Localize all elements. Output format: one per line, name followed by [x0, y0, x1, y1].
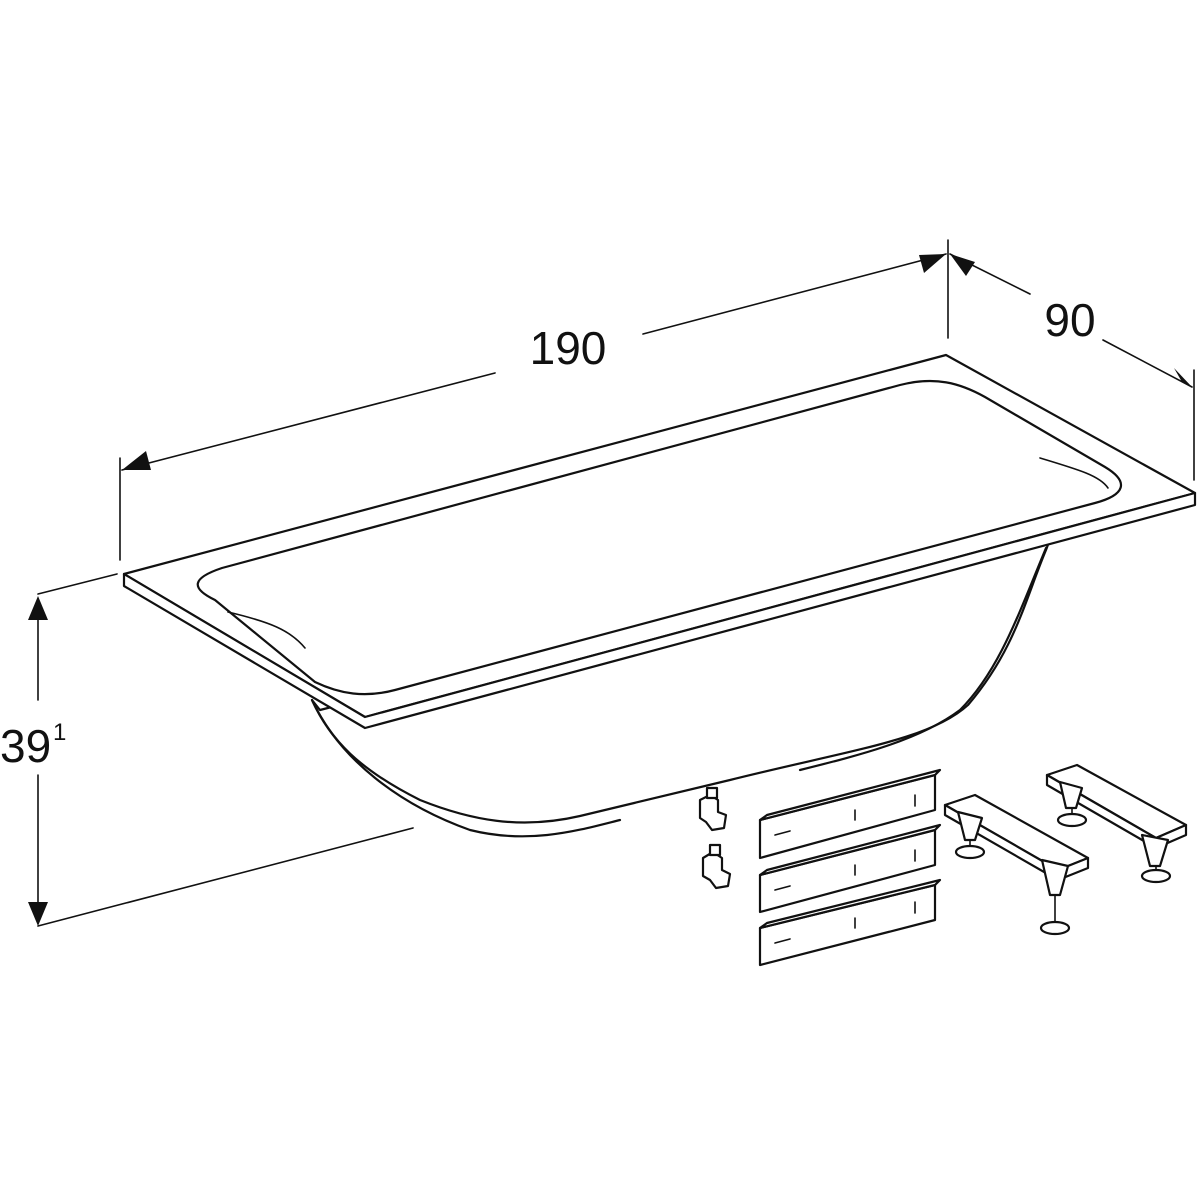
foot-left-nut-1 — [954, 844, 986, 860]
mounting-rail-3 — [758, 878, 942, 967]
tub-shell-curve-left — [310, 698, 622, 838]
clip-head-lower — [708, 843, 722, 857]
width-label: 90 — [1044, 294, 1095, 346]
tub-foot-end-line — [1039, 457, 1109, 489]
length-label: 190 — [530, 322, 607, 374]
foot-left-leg-1 — [956, 810, 984, 842]
foot-left-leg-2 — [1040, 858, 1070, 897]
width-dimension-line-lower — [1102, 339, 1193, 388]
rail-2-top — [758, 823, 942, 877]
support-foot-left — [943, 793, 1090, 936]
mounting-clip-upper — [698, 786, 728, 832]
height-extension-line-bottom — [37, 827, 414, 927]
height-dimension: 39 1 — [0, 573, 414, 927]
length-dimension-line-left — [121, 372, 496, 471]
support-foot-right — [1045, 763, 1188, 884]
rail-2-slot — [774, 885, 791, 891]
length-arrow-right — [919, 254, 946, 273]
foot-right-nut-2 — [1140, 868, 1172, 884]
foot-right-leg-2 — [1140, 833, 1170, 868]
rail-1-top — [758, 768, 942, 822]
rail-3-top — [758, 878, 942, 930]
length-arrow-left — [122, 451, 151, 470]
rail-3-slot — [774, 938, 791, 944]
foot-right-leg-1 — [1058, 780, 1084, 810]
bathtub — [122, 353, 1197, 838]
tub-shell-curve-right — [798, 546, 1048, 772]
mounting-rail-1 — [758, 768, 942, 860]
length-dimension-line-right — [642, 253, 947, 335]
height-extension-line-top — [37, 573, 118, 595]
rail-1-slot — [774, 830, 791, 836]
clip-body-upper — [698, 793, 728, 832]
mounting-rail-2 — [758, 823, 942, 914]
height-label: 39 — [0, 720, 51, 772]
tub-basin-outline — [196, 379, 1123, 696]
width-arrow-bottom — [1174, 368, 1192, 387]
height-superscript: 1 — [53, 719, 66, 746]
width-dimension: 90 — [949, 253, 1195, 481]
clip-body-lower — [701, 850, 732, 890]
clip-head-upper — [705, 786, 719, 800]
width-arrow-top — [950, 254, 975, 276]
height-arrow-bottom — [28, 902, 48, 926]
length-dimension: 190 — [119, 239, 949, 561]
mounting-clip-lower — [701, 843, 732, 890]
tub-backrest-line — [227, 611, 306, 649]
foot-left-nut-2 — [1039, 920, 1071, 936]
tub-rim-edge — [122, 491, 1197, 730]
height-arrow-top — [28, 596, 48, 620]
foot-right-nut-1 — [1056, 812, 1088, 828]
tub-shell — [310, 503, 1122, 824]
